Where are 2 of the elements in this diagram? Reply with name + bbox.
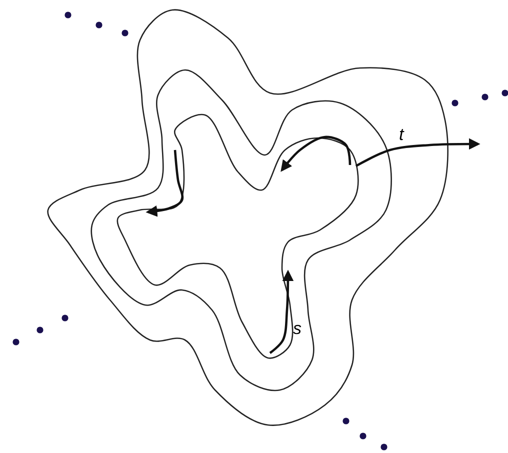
variable-label: t	[399, 126, 404, 143]
variable-label: s	[293, 320, 302, 337]
